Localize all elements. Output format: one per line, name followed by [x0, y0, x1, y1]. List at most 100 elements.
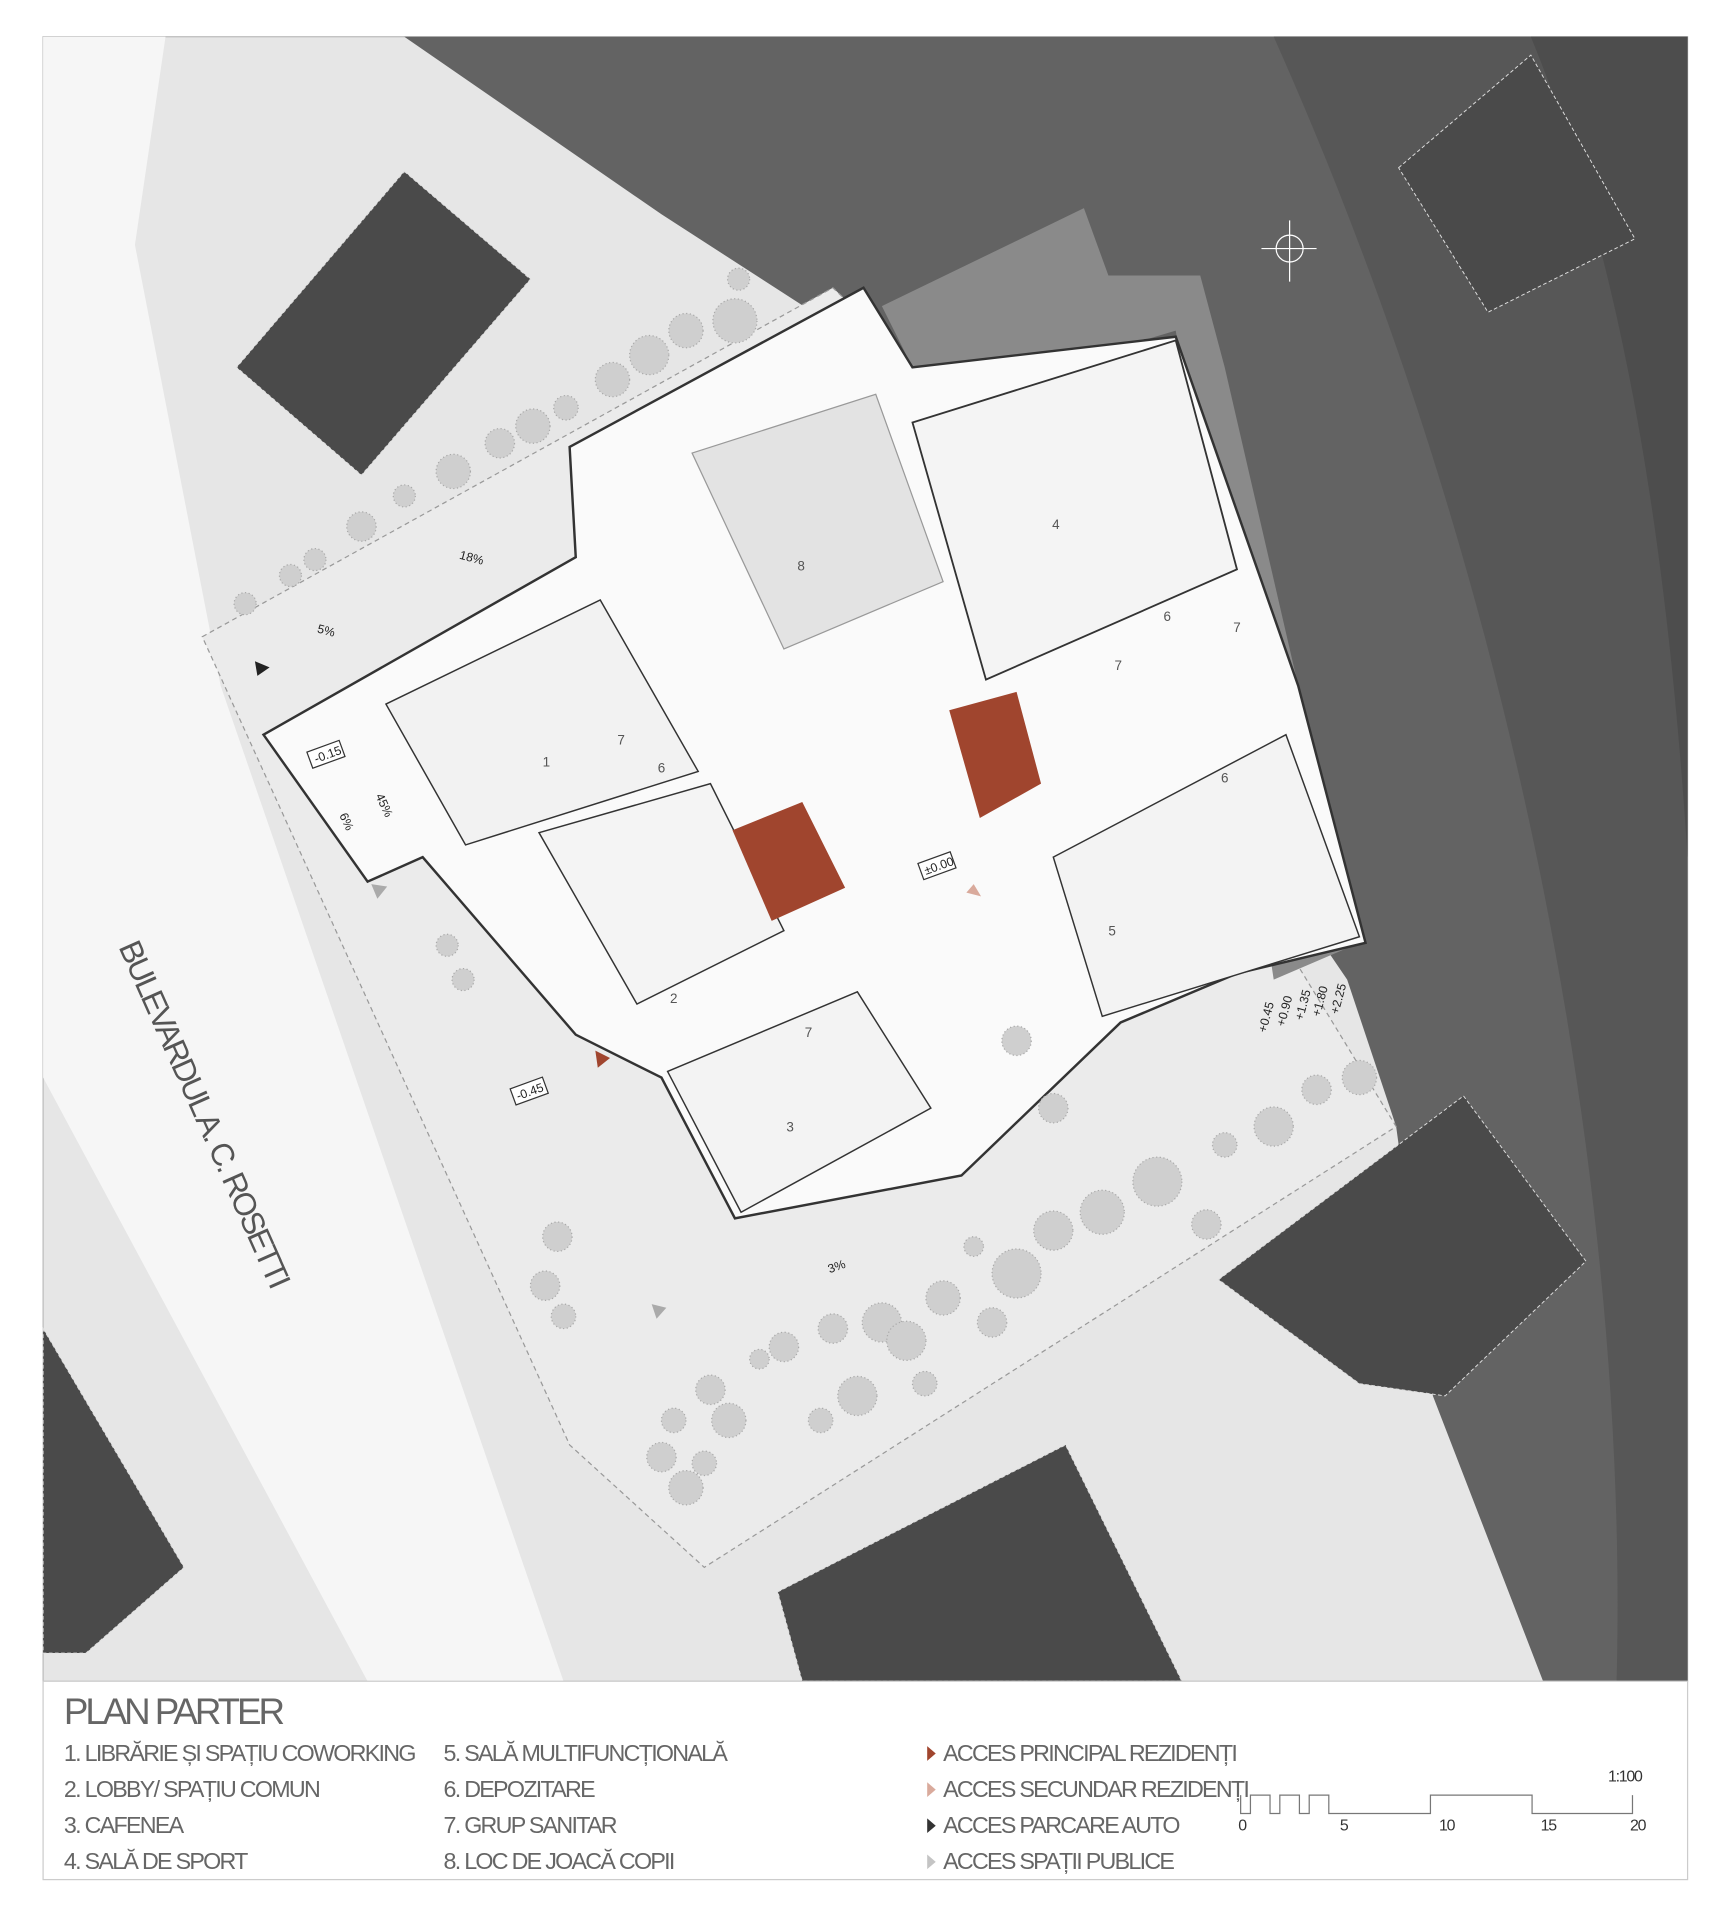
road-curve	[1273, 36, 1688, 1682]
boulevard	[43, 36, 564, 1682]
room-bookstore	[384, 599, 700, 846]
building-roof	[777, 1444, 1183, 1682]
tree-icon	[435, 453, 472, 490]
tree-icon	[594, 361, 631, 398]
scale-tick: 20	[1630, 1818, 1647, 1835]
room-number-7: 7	[805, 1025, 812, 1040]
tree-icon	[911, 1370, 938, 1397]
tree-icon	[303, 547, 327, 572]
tree-icon	[768, 1331, 800, 1363]
trees	[233, 267, 1378, 1506]
tree-icon	[837, 1375, 878, 1417]
scale-tick: 5	[1340, 1818, 1349, 1835]
room-lobby	[537, 782, 785, 1006]
elevation-tag: -0.15	[306, 739, 346, 769]
room-sport-hall	[911, 339, 1239, 681]
tree-icon	[233, 592, 257, 616]
tree-icon	[1191, 1209, 1222, 1240]
tree-icon	[1253, 1106, 1294, 1147]
access-legend-item: ACCES SPAȚII PUBLICE	[943, 1848, 1174, 1874]
tree-icon	[1033, 1210, 1074, 1251]
main-building	[261, 286, 1368, 1220]
room-number-6: 6	[1163, 609, 1170, 624]
tree-icon	[976, 1307, 1008, 1338]
legend-panel	[42, 1680, 1689, 1881]
tree-icon	[451, 967, 475, 992]
room-number-5: 5	[1108, 924, 1115, 939]
building-roof	[235, 170, 532, 476]
public-access-arrow	[371, 884, 388, 899]
scale-tick: 0	[1238, 1818, 1247, 1835]
tree-icon	[515, 408, 551, 444]
public-access-arrow	[651, 1304, 667, 1319]
surrounding-dark-area	[404, 36, 1688, 1682]
building-roof	[42, 1326, 185, 1654]
building-roof	[1397, 54, 1636, 313]
secondary-access-arrow	[966, 884, 982, 897]
access-arrow-icon	[927, 1818, 936, 1834]
scale-tick: 10	[1439, 1818, 1456, 1835]
room-playground	[691, 393, 944, 650]
room-number-6: 6	[658, 761, 665, 776]
tree-icon	[529, 1270, 561, 1302]
tree-icon	[991, 1248, 1042, 1299]
access-legend-item: ACCES SECUNDAR REZIDENȚI	[943, 1776, 1248, 1802]
tree-icon	[346, 511, 377, 542]
scale-bar-line	[1240, 1794, 1634, 1815]
tree-icon	[1132, 1156, 1183, 1207]
access-arrow-icon	[927, 1854, 936, 1870]
tree-icon	[1301, 1074, 1332, 1106]
plan-title: PLAN PARTER	[64, 1691, 284, 1732]
room-number-6: 6	[1221, 770, 1228, 785]
access-arrow-icon	[927, 1746, 936, 1761]
tree-icon	[712, 298, 758, 344]
building-roof	[1217, 1095, 1587, 1397]
access-legend: ACCES PRINCIPAL REZIDENȚI ACCES SECUNDAR …	[927, 1740, 1250, 1874]
tree-icon	[1079, 1189, 1125, 1235]
tree-icon	[660, 1407, 687, 1434]
room-legend-item: 1. LIBRĂRIE ȘI SPAȚIU COWORKING	[64, 1740, 415, 1766]
legend: PLAN PARTER 1. LIBRĂRIE ȘI SPAȚIU COWORK…	[42, 1680, 1689, 1881]
room-legend-item: 7. GRUP SANITAR	[444, 1812, 617, 1838]
room-legend-item: 6. DEPOZITARE	[444, 1776, 596, 1802]
room-number-7: 7	[1233, 620, 1240, 635]
tree-icon	[726, 267, 751, 291]
tree-icon	[1341, 1059, 1378, 1096]
tree-icon	[668, 1470, 704, 1506]
site-plan: 1 2 3 4 5 6 6 6 7 7 7 7 8 -0.15 ±0.00 -0…	[42, 36, 1689, 1682]
neighbour-buildings	[42, 54, 1636, 1682]
tree-icon	[1001, 1025, 1032, 1057]
tree-icon	[711, 1402, 747, 1439]
slope-label: 3%	[826, 1257, 848, 1276]
room-number-1: 1	[543, 755, 550, 770]
room-number-3: 3	[786, 1119, 793, 1134]
tree-icon	[629, 334, 670, 376]
tree-icon	[963, 1236, 985, 1257]
main-access-arrow	[595, 1050, 611, 1068]
room-legend-item: 4. SALĂ DE SPORT	[64, 1848, 248, 1874]
room-multifunctional	[1052, 733, 1361, 1018]
room-number-4: 4	[1052, 517, 1060, 532]
room-legend-item: 2. LOBBY/ SPAȚIU COMUN	[64, 1776, 319, 1802]
room-legend: 1. LIBRĂRIE ȘI SPAȚIU COWORKING 2. LOBBY/…	[64, 1740, 730, 1874]
access-legend-item: ACCES PRINCIPAL REZIDENȚI	[943, 1740, 1236, 1766]
elevation-tag: -0.45	[509, 1076, 550, 1106]
red-staircase	[732, 802, 846, 921]
room-cafe	[666, 990, 932, 1214]
room-number-8: 8	[797, 559, 804, 574]
tree-icon	[749, 1348, 770, 1370]
room-legend-item: 3. CAFENEA	[64, 1812, 185, 1838]
scale-bar: 1:100 0 5 10 15 20	[1238, 1769, 1648, 1835]
slope-label: 5%	[316, 622, 337, 640]
tree-icon	[392, 484, 416, 508]
scale-ratio: 1:100	[1608, 1769, 1643, 1786]
tree-icon	[817, 1313, 849, 1344]
tree-icon	[550, 1303, 577, 1330]
tree-icon	[542, 1221, 573, 1253]
access-arrow-icon	[927, 1782, 936, 1797]
tree-icon	[695, 1374, 726, 1406]
room-number-2: 2	[670, 991, 677, 1006]
road-curve-outer	[1530, 36, 1688, 858]
tree-icon	[646, 1441, 677, 1473]
room-legend-item: 5. SALĂ MULTIFUNCȚIONALĂ	[444, 1740, 729, 1766]
